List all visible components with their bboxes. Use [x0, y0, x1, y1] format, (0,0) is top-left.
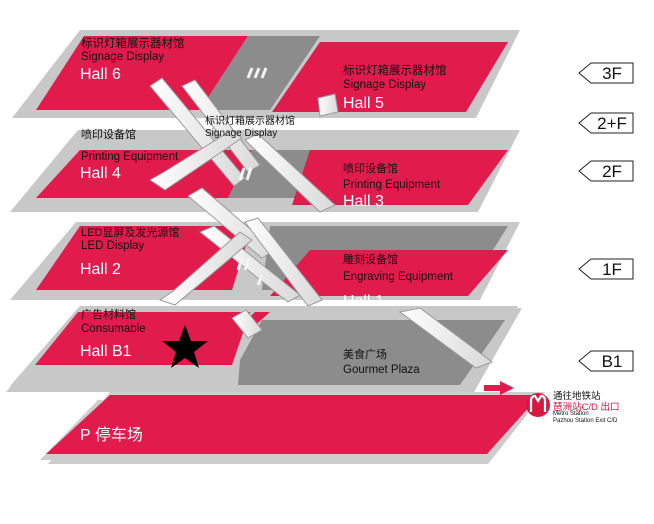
hall1-zh-label: 雕刻设备馆: [343, 252, 398, 266]
floor-tag-3f: 3F: [578, 62, 634, 84]
f2plus-en-label: Signage Display: [205, 128, 277, 139]
plaza-en-label: Gourmet Plaza: [343, 364, 420, 376]
hallb1-zh-label: 广告材料馆: [81, 307, 136, 321]
exit-arrow-icon: [484, 381, 514, 395]
metro-zh-line2: 琶洲站C/D 出口: [553, 402, 620, 413]
escalators: [149, 77, 494, 369]
hall6-zh-label: 标识灯箱展示器材馆: [81, 36, 185, 50]
hall1-name: Hall 1: [343, 293, 384, 310]
hall3-en-label: Printing Equipment: [343, 179, 441, 191]
floor-tag-1f: 1F: [578, 258, 634, 280]
hall2-name: Hall 2: [80, 261, 121, 278]
hall6-name: Hall 6: [80, 66, 121, 83]
f3-level: [12, 30, 520, 118]
escalator-bars: [236, 67, 268, 286]
hall4-zh-label: 喷印设备馆: [81, 127, 136, 141]
hall4-en-label: Printing Equipment: [81, 151, 179, 163]
metro-logo-icon: [526, 393, 550, 417]
hall1-en-label: Engraving Equipment: [343, 271, 454, 283]
metro-zh-line1: 通往地铁站: [553, 391, 601, 402]
metro-exit-info: 通往地铁站 琶洲站C/D 出口 Metro Station Pazhou Sta…: [523, 386, 654, 426]
hallb1-name: Hall B1: [80, 343, 132, 360]
you-are-here-star-icon: [162, 325, 208, 368]
f1-level: [10, 222, 520, 300]
hall5-name: Hall 5: [343, 95, 384, 112]
metro-en-line2: Pazhou Station Exit C/D: [553, 418, 618, 424]
floor-tag-2f: 2F: [578, 160, 634, 182]
hall3-zh-label: 喷印设备馆: [343, 161, 398, 175]
parking-label: P 停车场: [80, 426, 143, 444]
hallb1-en-label: Consumable: [81, 323, 146, 335]
hall2-en-label: LED Display: [81, 240, 145, 252]
hall3-name: Hall 3: [343, 193, 384, 210]
hall5-en-label: Signage Display: [343, 79, 426, 91]
f2plus-zh-label: 标识灯箱展示器材馆: [205, 114, 295, 127]
hall4-name: Hall 4: [80, 165, 121, 182]
floor-tag-2plus: 2+F: [578, 112, 634, 134]
hall6-en-label: Signage Display: [81, 51, 164, 63]
hall2-zh-label: LED显屏及发光源馆: [81, 225, 179, 239]
floor-tag-b1: B1: [578, 350, 634, 372]
metro-en-line1: Metro Station: [553, 411, 589, 417]
parking-level: [40, 392, 545, 464]
hall5-zh-label: 标识灯箱展示器材馆: [343, 63, 447, 77]
plaza-zh-label: 美食广场: [343, 347, 387, 361]
